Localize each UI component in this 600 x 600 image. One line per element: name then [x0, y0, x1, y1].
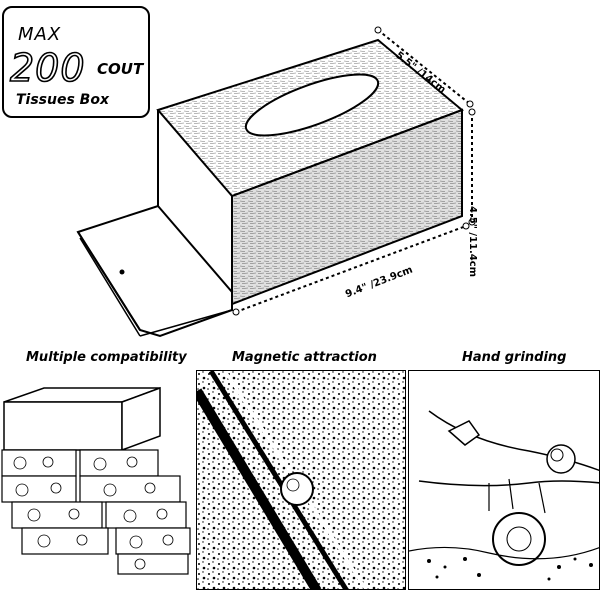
badge-product-label: Tissues Box — [16, 92, 110, 108]
boxes-icon — [1, 386, 191, 575]
caption-multiple-compatibility: Multiple compatibility — [26, 350, 187, 365]
badge-count-unit: COUT — [97, 60, 144, 78]
grinding-icon — [408, 370, 600, 590]
capacity-badge: MAX 200 COUT Tissues Box — [2, 6, 150, 118]
height-dimension-label: 4.5" /11.4cm — [467, 206, 478, 278]
magnet-icon — [196, 370, 406, 590]
badge-max-label: MAX — [18, 24, 62, 45]
caption-magnetic-attraction: Magnetic attraction — [232, 350, 377, 365]
caption-hand-grinding: Hand grinding — [462, 350, 567, 365]
tissue-box-illustration — [76, 26, 476, 338]
badge-count-number: 200 — [9, 45, 86, 91]
